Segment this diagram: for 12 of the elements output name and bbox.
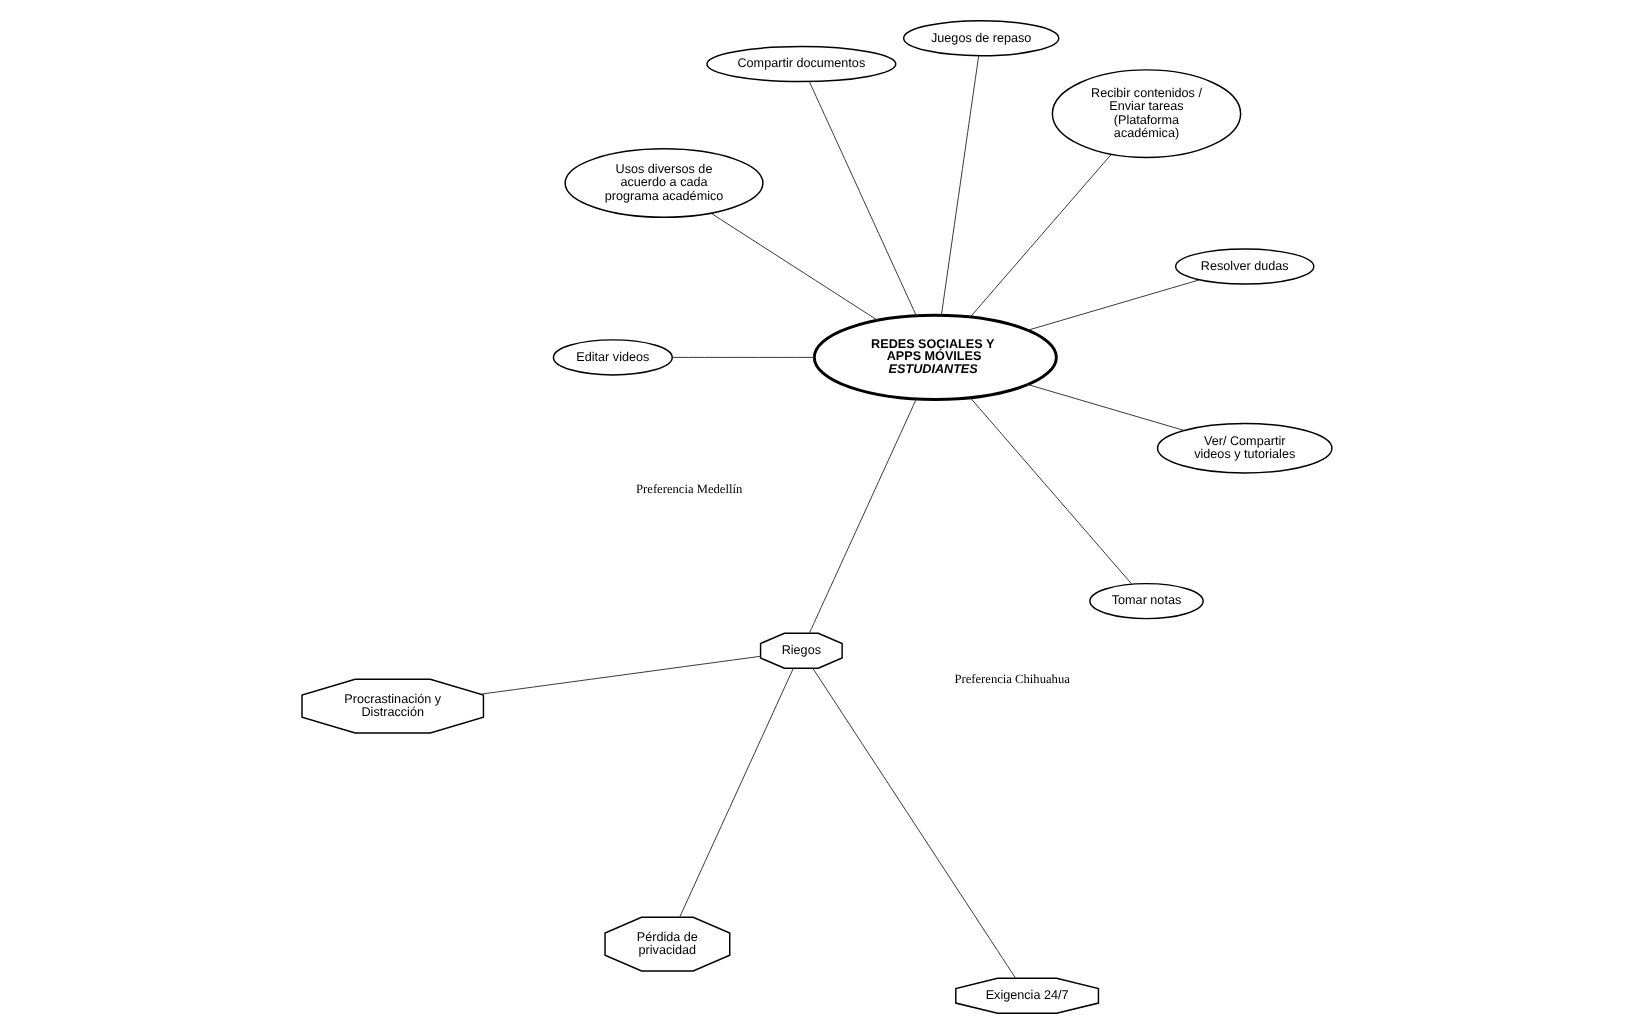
connector: [811, 667, 1016, 979]
connector: [678, 668, 793, 918]
connector: [939, 55, 979, 316]
connector: [1026, 279, 1199, 331]
connector: [807, 398, 916, 634]
connector: [968, 154, 1111, 318]
connector: [710, 213, 878, 321]
connector: [1026, 384, 1184, 431]
connector: [968, 397, 1132, 585]
connector: [479, 655, 761, 695]
connector: [807, 81, 916, 317]
connector: [671, 356, 814, 358]
